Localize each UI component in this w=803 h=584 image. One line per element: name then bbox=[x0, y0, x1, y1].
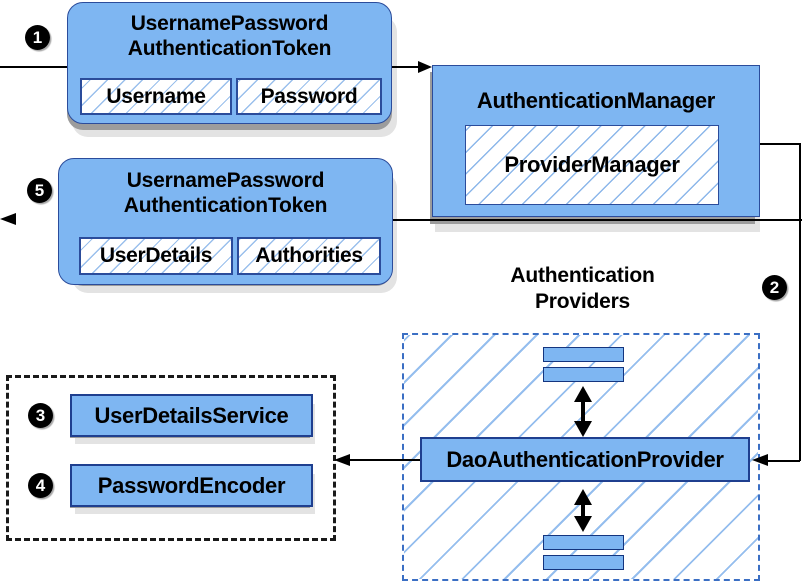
authentication-manager-box[interactable]: AuthenticationManager ProviderManager bbox=[432, 65, 760, 217]
authentication-manager-title: AuthenticationManager bbox=[476, 88, 716, 113]
request-token-title-line2: AuthenticationToken bbox=[127, 37, 332, 60]
hatch-pattern-icon bbox=[466, 126, 718, 204]
username-password-authentication-token-response[interactable]: UsernamePassword AuthenticationToken Use… bbox=[58, 158, 393, 285]
response-token-title-line1: UsernamePassword bbox=[126, 169, 325, 192]
dao-authentication-provider-label: DaoAuthenticationProvider bbox=[446, 446, 724, 472]
step-marker-3: 3 bbox=[28, 403, 53, 428]
request-token-slot-username-label: Username bbox=[106, 84, 206, 108]
passwordencoder-box[interactable]: PasswordEncoder bbox=[70, 464, 313, 507]
authentication-providers-label-line1: Authentication bbox=[510, 264, 655, 287]
userdetailsservice-label: UserDetailsService bbox=[94, 402, 289, 428]
step-marker-4: 4 bbox=[28, 473, 53, 498]
request-token-title-line1: UsernamePassword bbox=[130, 12, 329, 35]
passwordencoder-label: PasswordEncoder bbox=[97, 472, 286, 498]
userdetailsservice-box[interactable]: UserDetailsService bbox=[70, 394, 313, 437]
response-return-line bbox=[392, 219, 802, 221]
incoming-request-line bbox=[0, 66, 70, 68]
provider-manager-label: ProviderManager bbox=[504, 152, 680, 177]
response-token-title-line2: AuthenticationToken bbox=[123, 194, 328, 217]
dao-authentication-provider-box[interactable]: DaoAuthenticationProvider bbox=[420, 437, 750, 482]
request-token-slot-password[interactable]: Password bbox=[236, 78, 382, 115]
providers-entry-line bbox=[762, 460, 800, 462]
username-password-authentication-token-request[interactable]: UsernamePassword AuthenticationToken Use… bbox=[67, 2, 392, 124]
other-provider-stripe-bottom-1[interactable] bbox=[543, 535, 624, 550]
arrowhead-provider-to-dependencies bbox=[334, 454, 350, 466]
response-token-slot-userdetails[interactable]: UserDetails bbox=[79, 237, 233, 275]
request-token-slot-username[interactable]: Username bbox=[80, 78, 232, 115]
step-marker-2: 2 bbox=[762, 275, 787, 300]
authentication-providers-label-line2: Providers bbox=[534, 290, 631, 313]
step-marker-1: 1 bbox=[25, 25, 50, 50]
step-marker-5: 5 bbox=[27, 178, 52, 203]
response-token-slot-authorities-label: Authorities bbox=[255, 244, 363, 267]
other-provider-stripe-bottom-2[interactable] bbox=[543, 555, 624, 570]
other-provider-stripe-top-1[interactable] bbox=[543, 347, 624, 362]
request-token-slot-password-label: Password bbox=[260, 84, 358, 108]
arrowhead-response-out bbox=[0, 213, 16, 225]
manager-to-providers-line-h bbox=[760, 143, 801, 145]
manager-to-providers-line-v bbox=[799, 143, 801, 461]
response-token-slot-userdetails-label: UserDetails bbox=[99, 244, 213, 267]
response-token-slot-authorities[interactable]: Authorities bbox=[237, 237, 381, 275]
other-provider-stripe-top-2[interactable] bbox=[543, 367, 624, 382]
provider-manager-box[interactable]: ProviderManager bbox=[465, 125, 719, 205]
